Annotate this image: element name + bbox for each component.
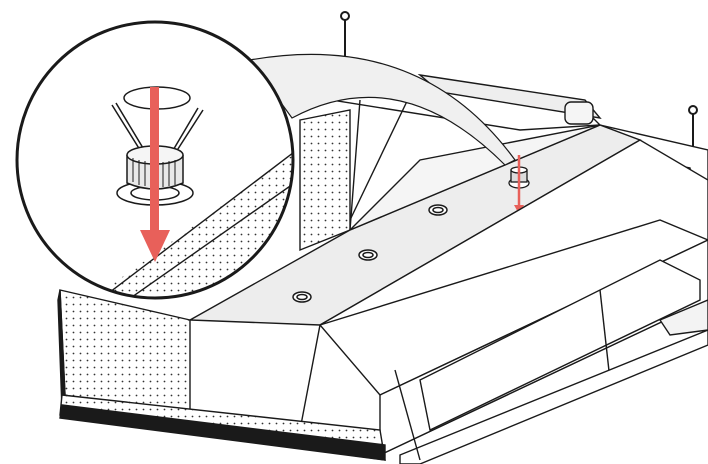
hood-bottom-rails [394, 329, 708, 464]
arrow-down-icon [140, 87, 170, 262]
downlight-detail-callout [15, 20, 295, 300]
perforated-bottom-edge [59, 394, 386, 461]
perforated-side-panel [57, 109, 351, 421]
hood-front-housing [299, 139, 708, 457]
downlight-icon [508, 155, 530, 214]
downlight-holes [292, 204, 448, 303]
callout-connector [248, 53, 516, 166]
